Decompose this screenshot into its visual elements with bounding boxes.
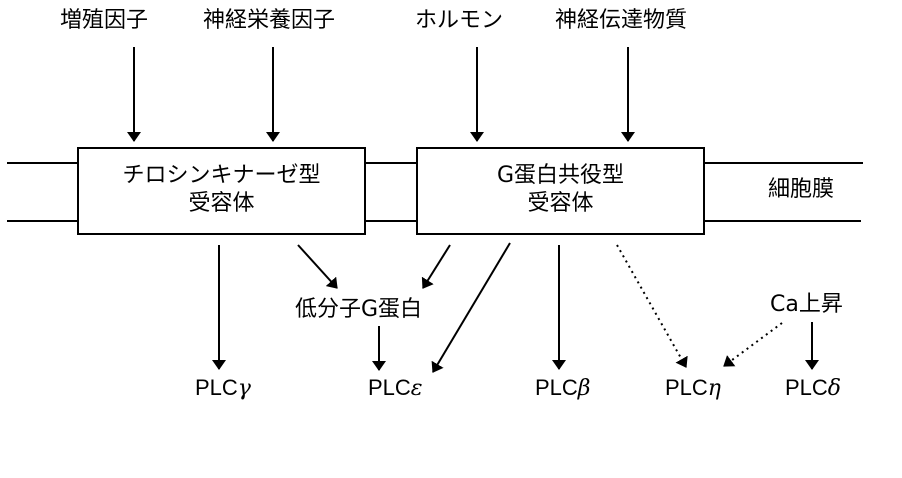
label-cell-membrane: 細胞膜 xyxy=(768,177,835,202)
plc-gamma-prefix: PLC xyxy=(195,375,238,400)
arrow-rtk-to-small-g xyxy=(297,244,338,289)
arrow-gpcr-to-small-g xyxy=(421,244,451,289)
rtk-receptor-line1: チロシンキナーゼ型 xyxy=(122,163,321,188)
plc-epsilon-greek: ε xyxy=(410,376,423,401)
plc-epsilon-prefix: PLC xyxy=(368,375,411,400)
gpcr-receptor-box xyxy=(416,147,705,235)
cell-membrane xyxy=(7,162,863,222)
plc-delta-prefix: PLC xyxy=(785,375,828,400)
gpcr-receptor-line2: 受容体 xyxy=(527,191,594,216)
plc-eta-prefix: PLC xyxy=(665,375,708,400)
label-hormone: ホルモン xyxy=(415,8,504,33)
plc-beta-greek: β xyxy=(577,376,591,401)
gpcr-receptor-label: G蛋白共役型 受容体 xyxy=(417,162,704,218)
label-plc-beta: PLCβ xyxy=(535,376,591,401)
arrow-ca-to-plc-eta-dotted xyxy=(723,322,783,367)
label-plc-delta: PLCδ xyxy=(785,376,841,401)
plc-gamma-greek: γ xyxy=(237,376,251,401)
label-plc-eta: PLCη xyxy=(665,376,721,401)
rtk-receptor-label: チロシンキナーゼ型 受容体 xyxy=(78,162,365,218)
label-ca-rise: Ca上昇 xyxy=(770,292,843,317)
rtk-receptor-box xyxy=(77,147,366,235)
label-small-g-protein: 低分子G蛋白 xyxy=(295,297,423,322)
label-growth-factor: 増殖因子 xyxy=(60,8,149,33)
arrow-gpcr-to-plc-epsilon xyxy=(431,242,511,373)
plc-beta-prefix: PLC xyxy=(535,375,578,400)
label-plc-epsilon: PLCε xyxy=(368,376,423,401)
rtk-receptor-line2: 受容体 xyxy=(188,191,255,216)
gpcr-receptor-line1: G蛋白共役型 xyxy=(496,163,625,188)
plc-delta-greek: δ xyxy=(827,376,842,401)
label-plc-gamma: PLCγ xyxy=(195,376,251,401)
arrow-gpcr-to-plc-eta-dotted xyxy=(616,244,688,368)
label-neurotransmitter: 神経伝達物質 xyxy=(555,8,688,33)
label-neurotrophic-factor: 神経栄養因子 xyxy=(203,8,336,33)
plc-eta-greek: η xyxy=(707,376,721,401)
